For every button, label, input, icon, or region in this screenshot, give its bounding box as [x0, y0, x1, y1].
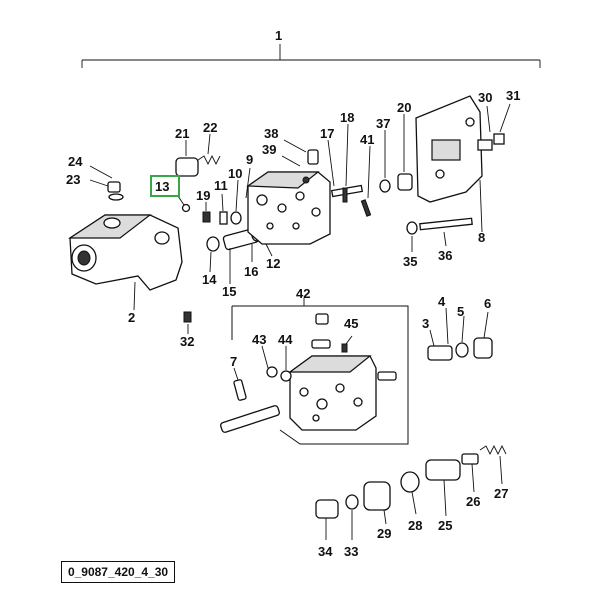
callout-45: 45	[344, 316, 358, 331]
callout-10: 10	[228, 166, 242, 181]
callout-14: 14	[202, 272, 217, 287]
callout-31: 31	[506, 88, 520, 103]
plug-23	[89, 165, 124, 201]
assembly-bracket	[81, 44, 541, 68]
callout-44: 44	[278, 332, 293, 347]
callout-19: 19	[196, 188, 210, 203]
highlight-box	[150, 175, 180, 197]
callout-18: 18	[340, 110, 354, 125]
callout-8: 8	[478, 230, 485, 245]
callout-39: 39	[262, 142, 276, 157]
callout-21: 21	[175, 126, 189, 141]
part-13-ball	[177, 195, 191, 213]
rod-17-18	[327, 123, 372, 217]
valve-housing	[67, 214, 183, 311]
callout-15: 15	[222, 284, 236, 299]
callout-23: 23	[66, 172, 80, 187]
callout-25: 25	[438, 518, 452, 533]
callout-41: 41	[360, 132, 374, 147]
reference-code-label: 0_9087_420_4_30	[61, 561, 175, 583]
callout-38: 38	[264, 126, 278, 141]
secondary-valve-block	[261, 313, 397, 431]
callout-7: 7	[230, 354, 237, 369]
callout-42: 42	[296, 286, 310, 301]
callout-43: 43	[252, 332, 266, 347]
bolt-36	[406, 217, 473, 252]
spool-7	[220, 367, 280, 433]
callout-32: 32	[180, 334, 194, 349]
callout-1: 1	[275, 28, 282, 43]
callout-labels: 1 2 3 4 5 6 7 8 9 10 11 12 13 14 15 16 1…	[66, 28, 520, 559]
callout-3: 3	[422, 316, 429, 331]
callout-5: 5	[457, 304, 464, 319]
fitting-3-6	[427, 307, 493, 361]
callout-20: 20	[397, 100, 411, 115]
subassembly-frame	[231, 298, 409, 445]
central-valve-block	[246, 171, 331, 245]
callout-24: 24	[68, 154, 83, 169]
part-32	[183, 311, 192, 334]
callout-30: 30	[478, 90, 492, 105]
callout-36: 36	[438, 248, 452, 263]
fitting-20-37	[379, 114, 413, 193]
callout-28: 28	[408, 518, 422, 533]
callout-27: 27	[494, 486, 508, 501]
callout-16: 16	[244, 264, 258, 279]
small-parts-9-11	[202, 167, 251, 225]
cover-plate-8	[415, 95, 511, 233]
callout-13: 13	[155, 179, 169, 194]
callout-34: 34	[318, 544, 333, 559]
callout-12: 12	[266, 256, 280, 271]
lower-parts	[315, 444, 507, 540]
callout-9: 9	[246, 152, 253, 167]
callout-22: 22	[203, 120, 217, 135]
spring-cap-21-22	[175, 133, 221, 177]
callout-11: 11	[214, 178, 228, 193]
callout-35: 35	[403, 254, 417, 269]
callout-6: 6	[484, 296, 491, 311]
callout-26: 26	[466, 494, 480, 509]
callout-4: 4	[438, 294, 446, 309]
screw-38-39	[281, 139, 319, 167]
callout-29: 29	[377, 526, 391, 541]
callout-17: 17	[320, 126, 334, 141]
callout-33: 33	[344, 544, 358, 559]
callout-2: 2	[128, 310, 135, 325]
callout-37: 37	[376, 116, 390, 131]
